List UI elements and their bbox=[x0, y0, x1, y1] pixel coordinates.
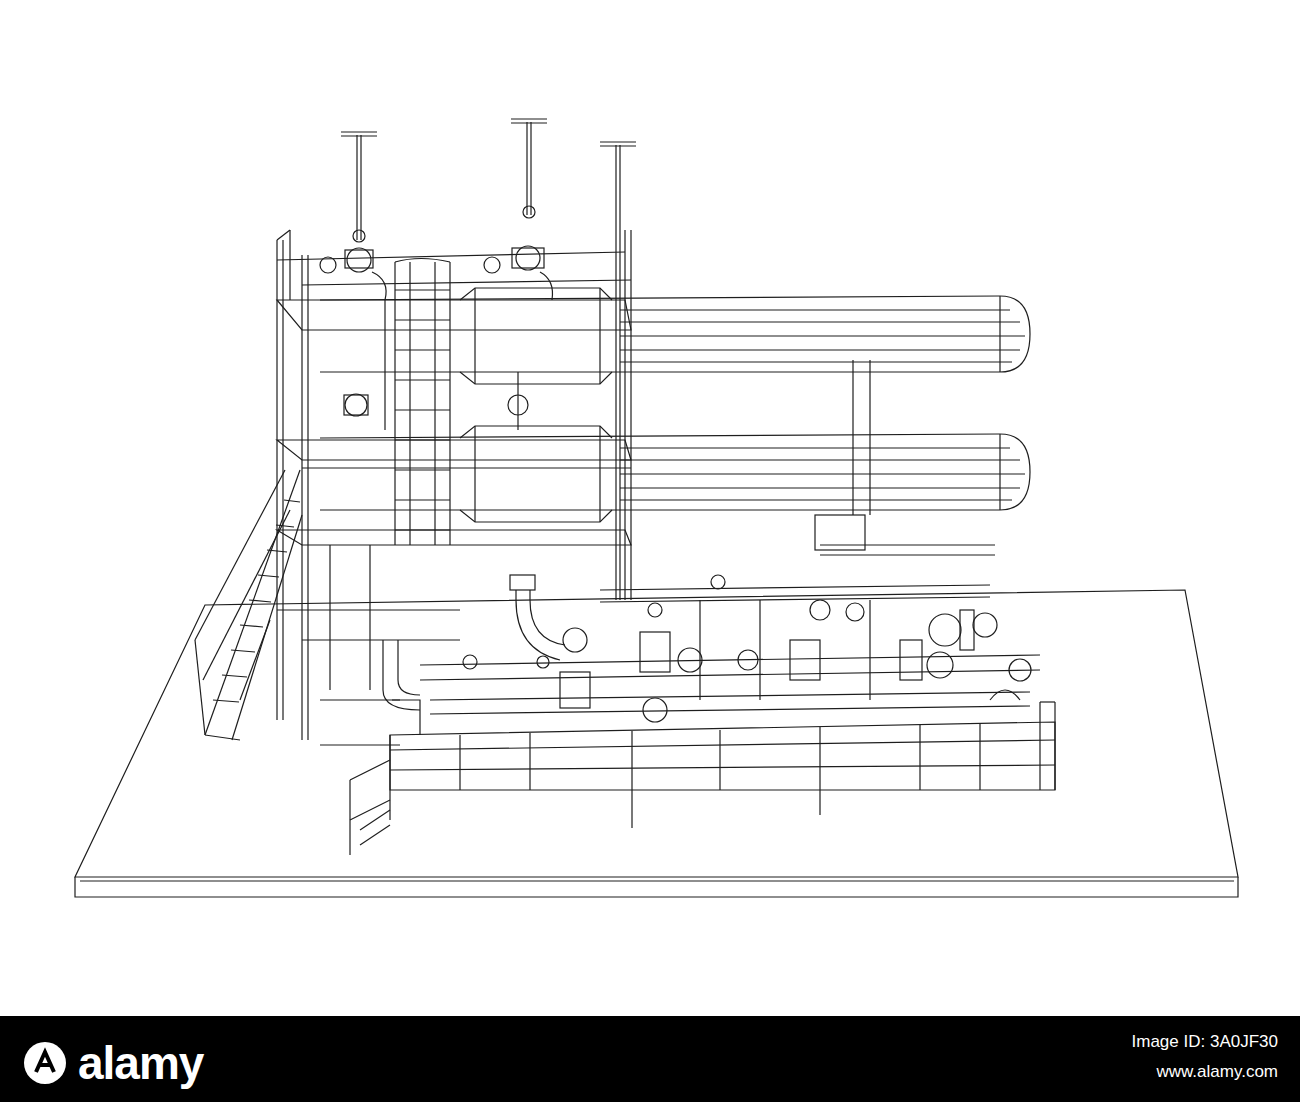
stairway bbox=[195, 470, 302, 740]
image-id: Image ID: 3A0JF30 bbox=[1132, 1032, 1278, 1052]
steel-frame bbox=[277, 230, 631, 740]
upper-vessel bbox=[320, 288, 1030, 384]
railing bbox=[350, 700, 1055, 855]
website: www.alamy.com bbox=[1156, 1062, 1278, 1082]
brand-name: alamy bbox=[78, 1036, 203, 1090]
vent-stack bbox=[320, 119, 636, 600]
base-edge bbox=[75, 877, 1238, 897]
pipe-manifold bbox=[320, 360, 1040, 745]
lower-vessel bbox=[320, 426, 1030, 522]
plant-wireframe bbox=[0, 0, 1300, 1016]
brand-logo bbox=[22, 1040, 68, 1086]
base-slab bbox=[75, 590, 1238, 877]
ladder-cage bbox=[395, 259, 450, 546]
base-edge bbox=[80, 880, 1234, 881]
